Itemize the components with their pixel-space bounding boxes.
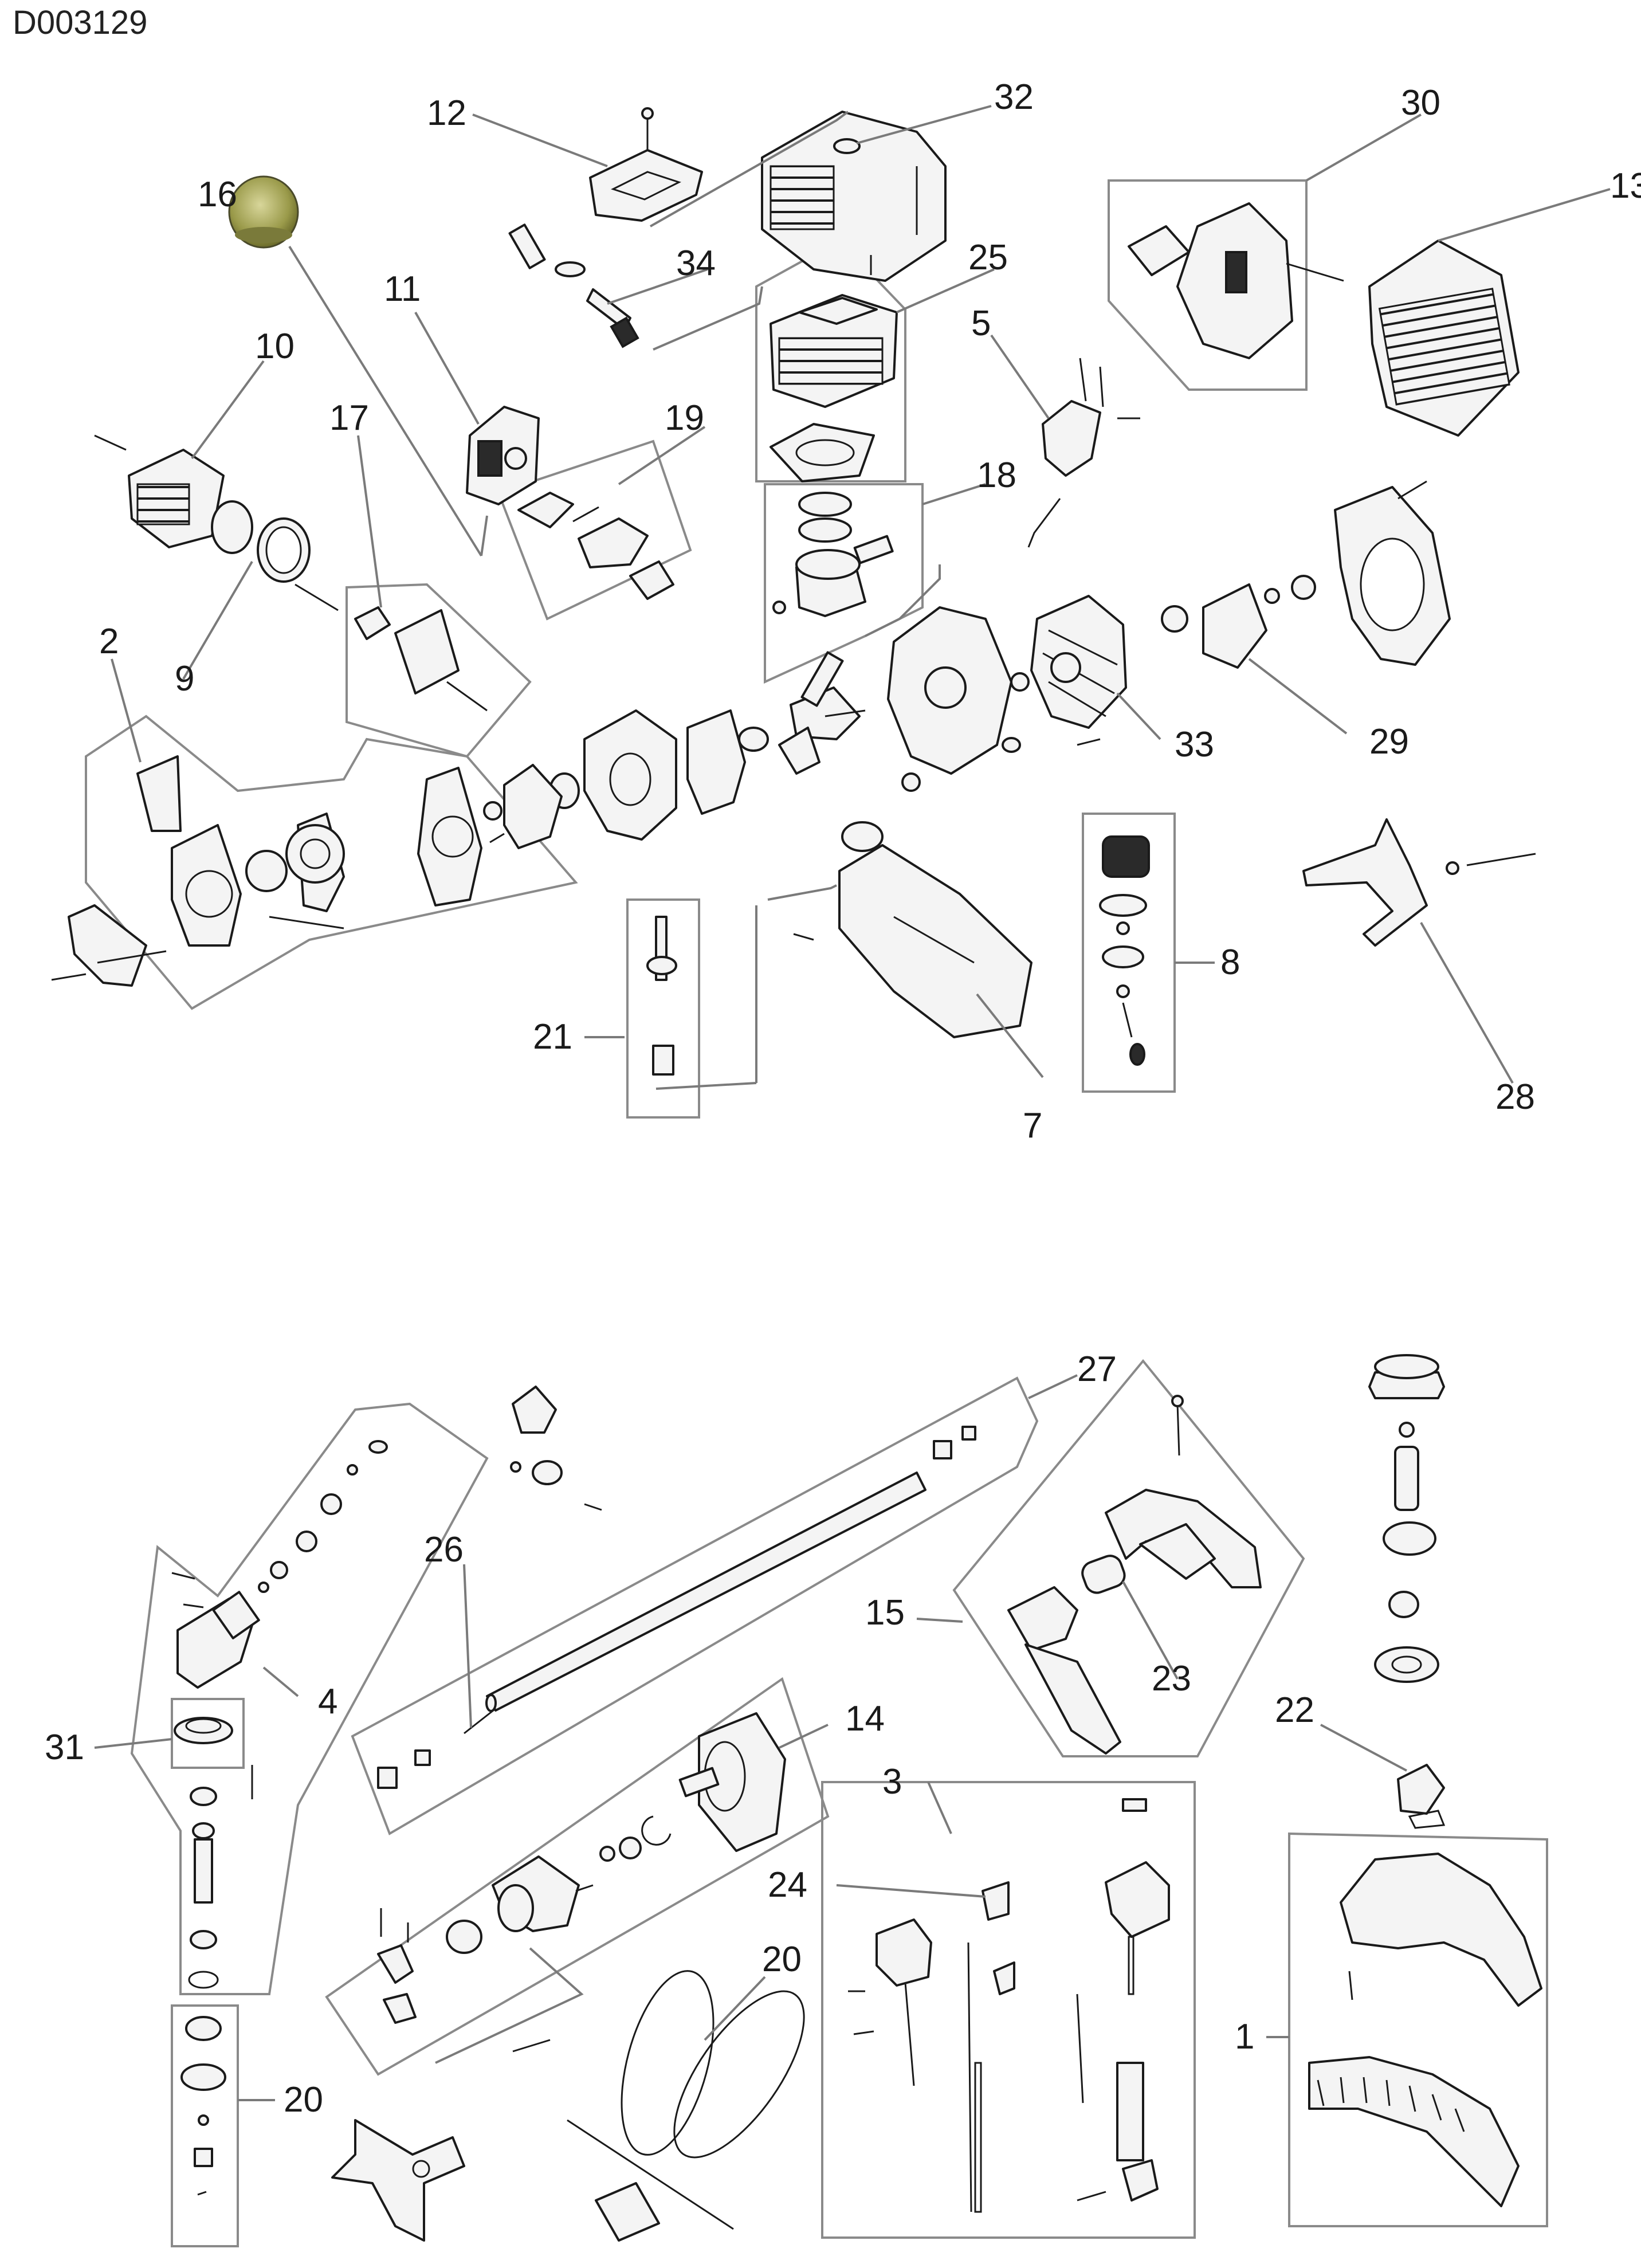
callout-29: 28: [1495, 1077, 1535, 1117]
callout-18: 18: [977, 456, 1016, 495]
intake-block-part: [517, 492, 674, 600]
spark-plug-part: [508, 223, 763, 351]
callout-32: 31: [45, 1728, 84, 1767]
blade-guard-part: [1308, 1853, 1542, 2207]
spindle-part: [188, 1787, 219, 1989]
clutch-spring-part: [1099, 835, 1150, 1066]
muffler-part: [1368, 240, 1520, 437]
callout-9: 10: [255, 327, 295, 366]
bearing-cup-part: [174, 1717, 253, 1799]
diagram-code: D003129: [13, 4, 148, 41]
callout-17: 17: [329, 398, 369, 438]
blade-holder-part: [180, 2016, 226, 2196]
ignition-coil-part: [1027, 358, 1140, 548]
callout-23: 22: [1275, 1690, 1314, 1730]
crankcase-part: [738, 606, 1021, 792]
callout-26: 25: [968, 238, 1008, 277]
fuel-filter-part: [646, 916, 757, 1090]
crankcase-left-part: [549, 709, 746, 841]
callout-8: 8: [1220, 943, 1240, 982]
loop-handle-part: [1007, 1395, 1262, 1755]
recoil-starter-part: [136, 755, 482, 947]
callout-30: 29: [1369, 722, 1409, 762]
muffler-shield-part: [1128, 202, 1344, 359]
guard-clamp-part: [1397, 1764, 1446, 1829]
clutch-part: [1161, 575, 1316, 669]
piston-part: [772, 483, 986, 637]
air-filter-base-part: [354, 606, 488, 712]
cylinder-part: [770, 294, 898, 482]
callout-22: 21: [533, 1017, 572, 1057]
callout-27: 26: [424, 1530, 464, 1569]
callout-4: 4: [318, 1682, 337, 1721]
callout-10: 9: [175, 659, 194, 699]
callout-28: 27: [1077, 1349, 1117, 1389]
harness-part: [567, 1970, 805, 2242]
air-filter-element-part: [257, 517, 339, 611]
callout-19: 19: [665, 398, 704, 438]
leader-lines: [94, 105, 1611, 2101]
callout-12: 12: [427, 93, 466, 133]
clutch-drum-part: [377, 1712, 786, 2064]
callout-numbers: 12 32 30 13 16 34 25 11 5 10 17 19 18 2 …: [45, 77, 1641, 2120]
callout-15: 15: [865, 1593, 905, 1633]
cylinder-cover-part: [650, 111, 947, 282]
shaft-tube-part: [377, 1426, 976, 1789]
primer-bulb-part: [228, 175, 299, 249]
callout-25: 24: [768, 1865, 807, 1905]
callout-16: 16: [198, 175, 237, 214]
starter-guard-part: [51, 904, 167, 987]
callout-3: 3: [882, 1762, 902, 1802]
callout-21: 20: [762, 1940, 802, 1979]
callout-11: 11: [384, 269, 421, 309]
carburetor-part: [466, 406, 540, 505]
callout-14: 14: [845, 1699, 885, 1739]
callout-1: 1: [1235, 2017, 1254, 2057]
fuel-tank-part: [755, 821, 1033, 1083]
shaft-clamp-part: [510, 1386, 602, 1511]
flywheel-part: [1010, 595, 1127, 746]
callout-34: 33: [1175, 725, 1214, 764]
air-filter-cover-part: [94, 434, 253, 554]
callout-20: 20: [284, 2080, 323, 2120]
group-outlines-bottom: [130, 1359, 1548, 2247]
callout-31: 30: [1401, 83, 1440, 123]
callout-13: 13: [1610, 166, 1641, 206]
throttle-handle-part: [848, 1798, 1170, 2213]
bearing-plate-part: [483, 764, 563, 849]
top-cover-part: [589, 107, 703, 222]
fan-housing-part: [1334, 480, 1451, 666]
callout-7: 7: [1023, 1106, 1042, 1145]
callout-2: 2: [99, 622, 119, 661]
blade-part: [331, 2119, 465, 2242]
callout-33: 32: [994, 77, 1034, 117]
gear-head-part: [171, 1440, 388, 1689]
hanger-bracket-part: [1302, 818, 1536, 947]
spool-head-part: [1368, 1354, 1445, 1683]
callout-5: 5: [971, 304, 991, 343]
crankshaft-part: [778, 709, 866, 775]
callout-35: 34: [676, 244, 716, 283]
callout-24: 23: [1152, 1659, 1191, 1698]
